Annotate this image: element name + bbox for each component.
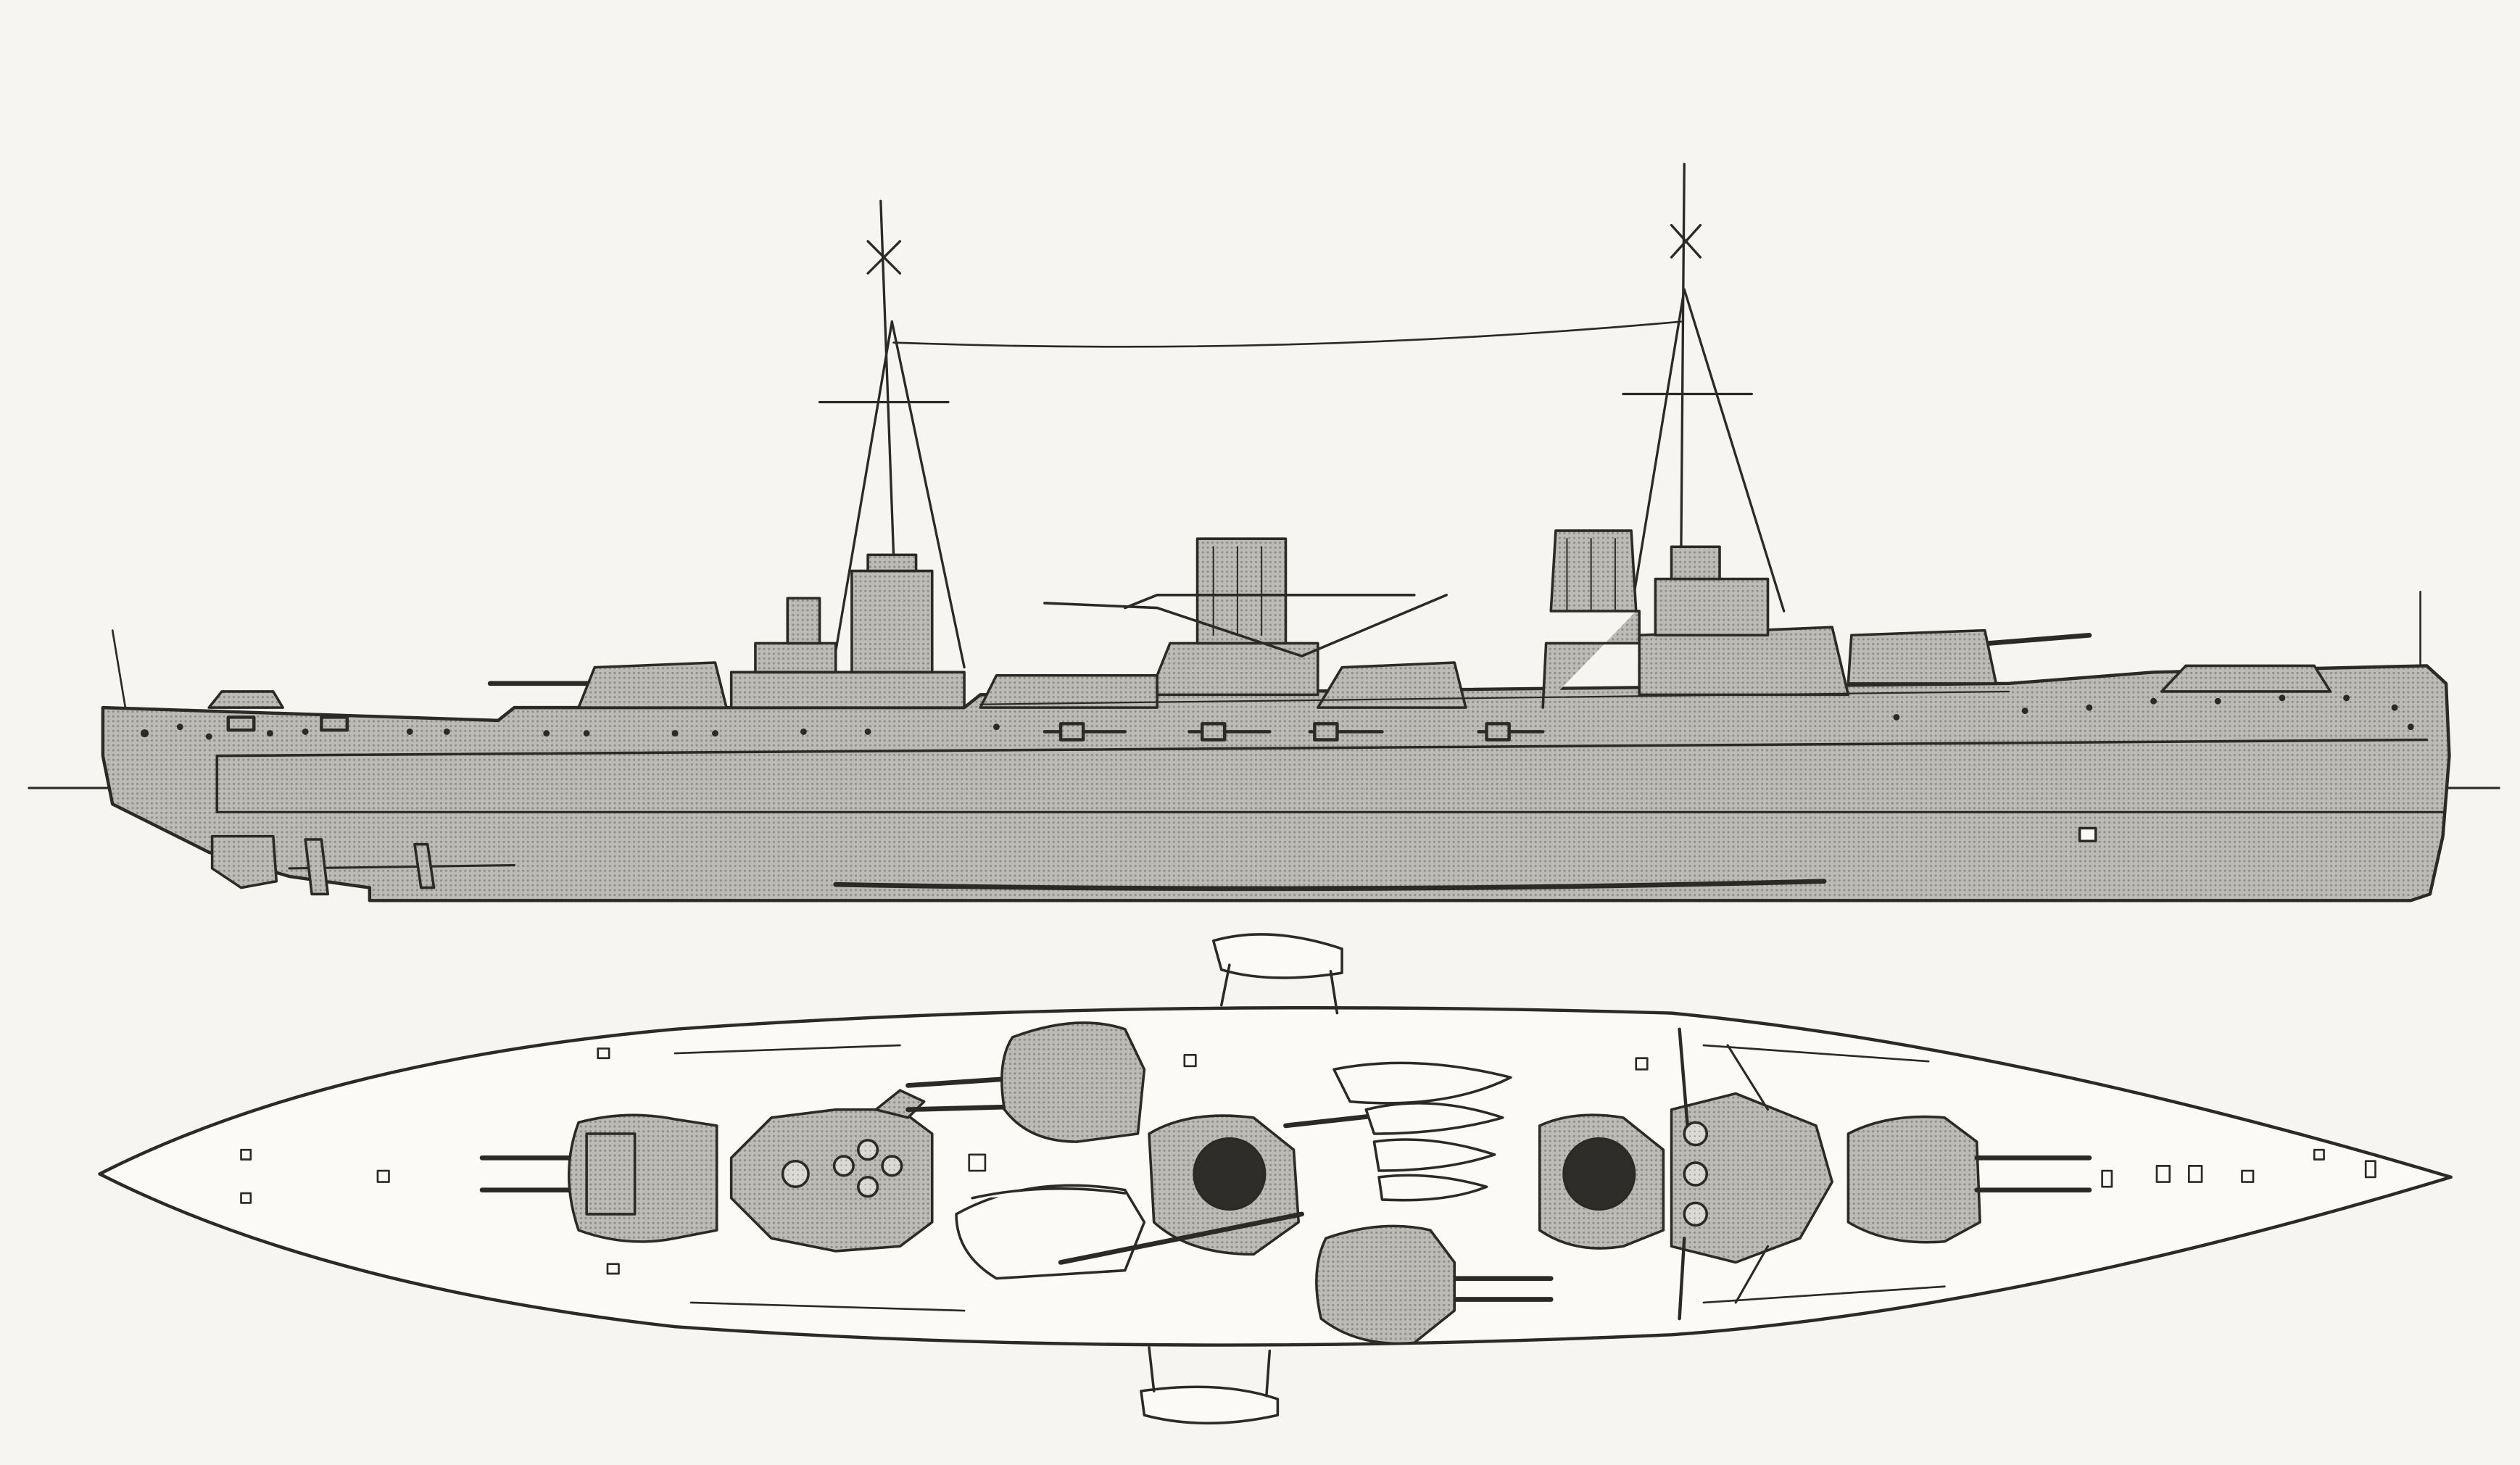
fore-mast <box>1622 162 1786 613</box>
boat-top <box>1211 933 1343 979</box>
turret-wing-top <box>905 1021 1146 1143</box>
plan-view <box>98 933 2453 1425</box>
aft-turret-side <box>207 661 728 709</box>
propeller-fwd <box>413 842 436 889</box>
turret-aft-plan <box>479 1113 718 1243</box>
armour-belt <box>215 738 2429 814</box>
turret-wing-bottom <box>1315 1224 1554 1345</box>
boat-boom-top <box>1220 963 1339 1015</box>
midships-plan <box>955 1061 1512 1280</box>
stern-flagstaff <box>111 629 127 709</box>
propeller-shaft <box>288 863 515 870</box>
rudder <box>210 834 278 889</box>
turret-fore-plan <box>1847 1115 2092 1244</box>
midships-structure <box>979 529 2332 709</box>
aft-mast <box>818 199 966 669</box>
aerial-wire <box>892 320 1683 348</box>
boat-bottom <box>1140 1385 1280 1425</box>
funnel-aft-plan <box>1193 1137 1267 1211</box>
superstructure-aft-plan <box>729 1089 934 1253</box>
deck-fittings <box>240 1047 2376 1275</box>
deck-rail <box>979 690 2010 705</box>
casemate-guns <box>226 715 1545 742</box>
funnel-fore-plan <box>1562 1137 1636 1211</box>
funnel-aft <box>1195 537 1288 645</box>
side-elevation <box>28 162 2500 902</box>
portholes <box>140 694 2414 740</box>
boat-boom-bottom <box>1148 1346 1272 1398</box>
bilge-keel <box>833 879 1827 892</box>
hull-hatch <box>2078 826 2097 843</box>
propeller-aft <box>304 838 330 896</box>
superstructure-fore-plan <box>1538 1027 1833 1321</box>
aft-superstructure <box>729 553 966 709</box>
deck-edge-line <box>673 1044 1946 1312</box>
